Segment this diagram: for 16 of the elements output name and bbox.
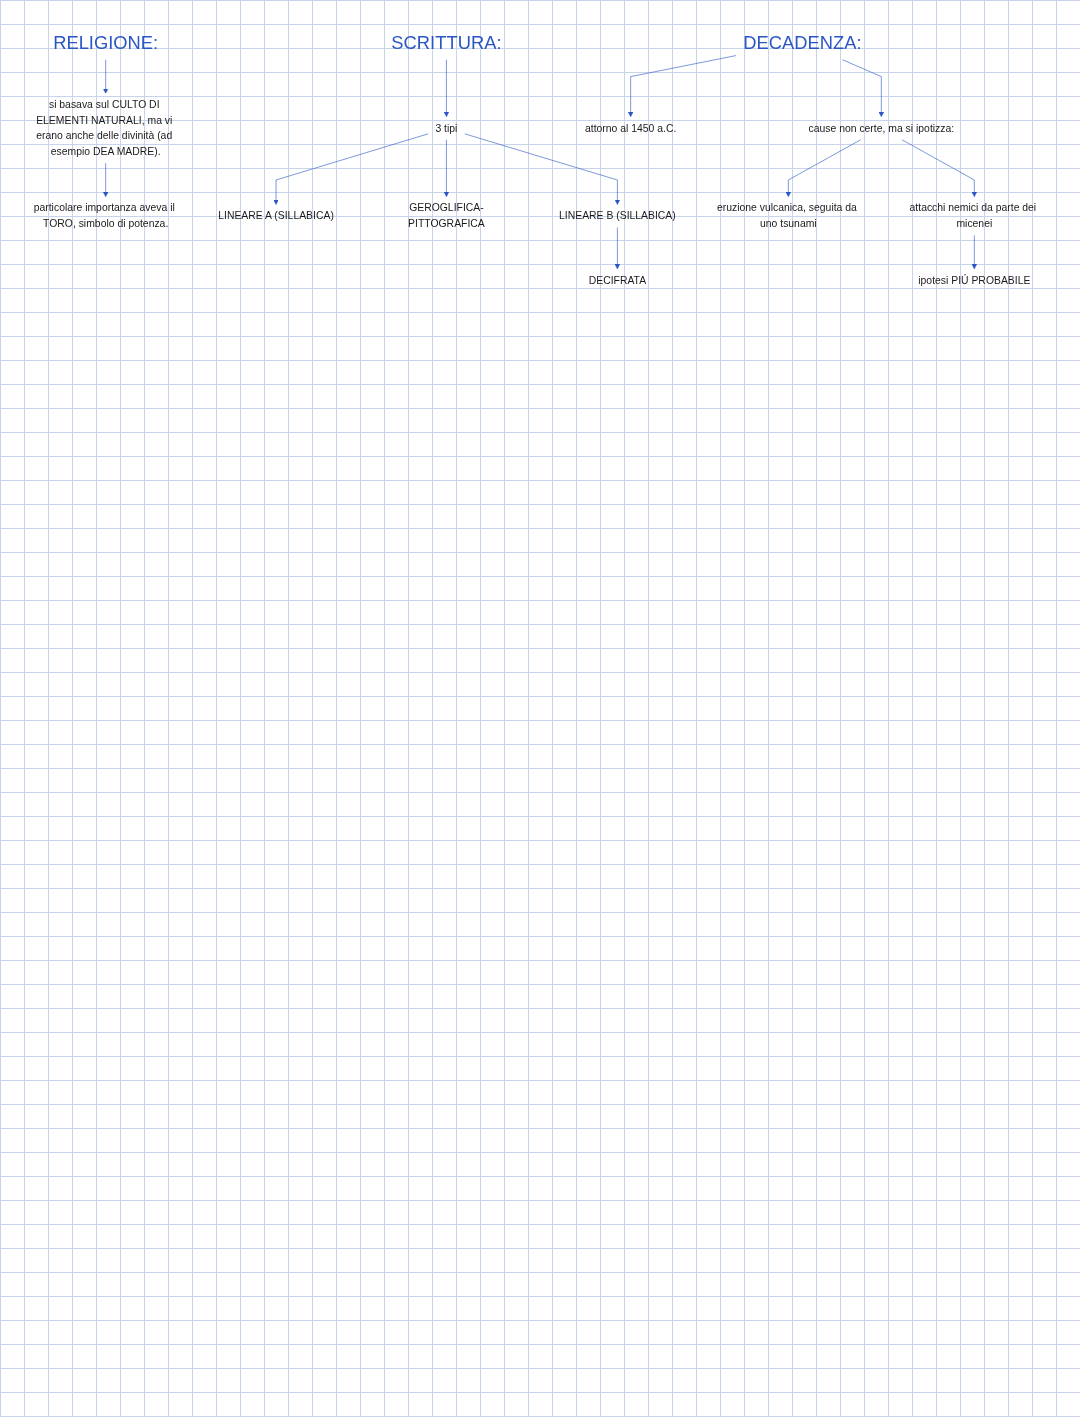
- node-text: RELIGIONE:: [53, 32, 159, 53]
- node-text: particolare importanza aveva il TORO, simbolo di potenza.: [33, 202, 175, 230]
- node-text: 3 tipi: [435, 122, 458, 134]
- node-text: attacchi nemici da parte dei micenei: [909, 202, 1037, 230]
- node-text: eruzione vulcanica, seguita da uno tsunami: [716, 202, 857, 230]
- node-text: DECADENZA:: [743, 32, 862, 53]
- node-text: attorno al 1450 a.C.: [584, 122, 677, 134]
- node-text: LINEARE B (SILLABICA): [559, 210, 676, 222]
- node-text: ipotesi PIÚ PROBABILE: [918, 274, 1031, 287]
- node-text: LINEARE A (SILLABICA): [218, 210, 334, 222]
- concept-map: RELIGIONE: si basava sul CULTO DI ELEMENTI NATURALI, ma vi erano anche delle divinità (ad esempio DEA MADRE). particolare importanza aveva il TORO, simbolo di potenza. SCRITTURA: 3 tipi LINEARE A (SILLABICA) GEROGLIFICA-PITTOGRAFICA LINEARE B (SILLABICA) DECIFRATA DECADENZA: attorno al 1450 a.C. cause non certe, ma si ipotizza: eruzione vulcanica, seguita da uno tsunami attacchi nemici da parte dei micenei ipotesi PIÚ PROBABILE: [20, 20, 1060, 297]
- node-text: DECIFRATA: [588, 274, 647, 287]
- node-text: GEROGLIFICA-PITTOGRAFICA: [408, 202, 485, 230]
- node-text: si basava sul CULTO DI ELEMENTI NATURALI, ma vi erano anche delle divinità (ad esempio DEA MADRE).: [36, 98, 173, 158]
- node-text: cause non certe, ma si ipotizza:: [808, 122, 955, 134]
- node-text: SCRITTURA:: [391, 32, 502, 53]
